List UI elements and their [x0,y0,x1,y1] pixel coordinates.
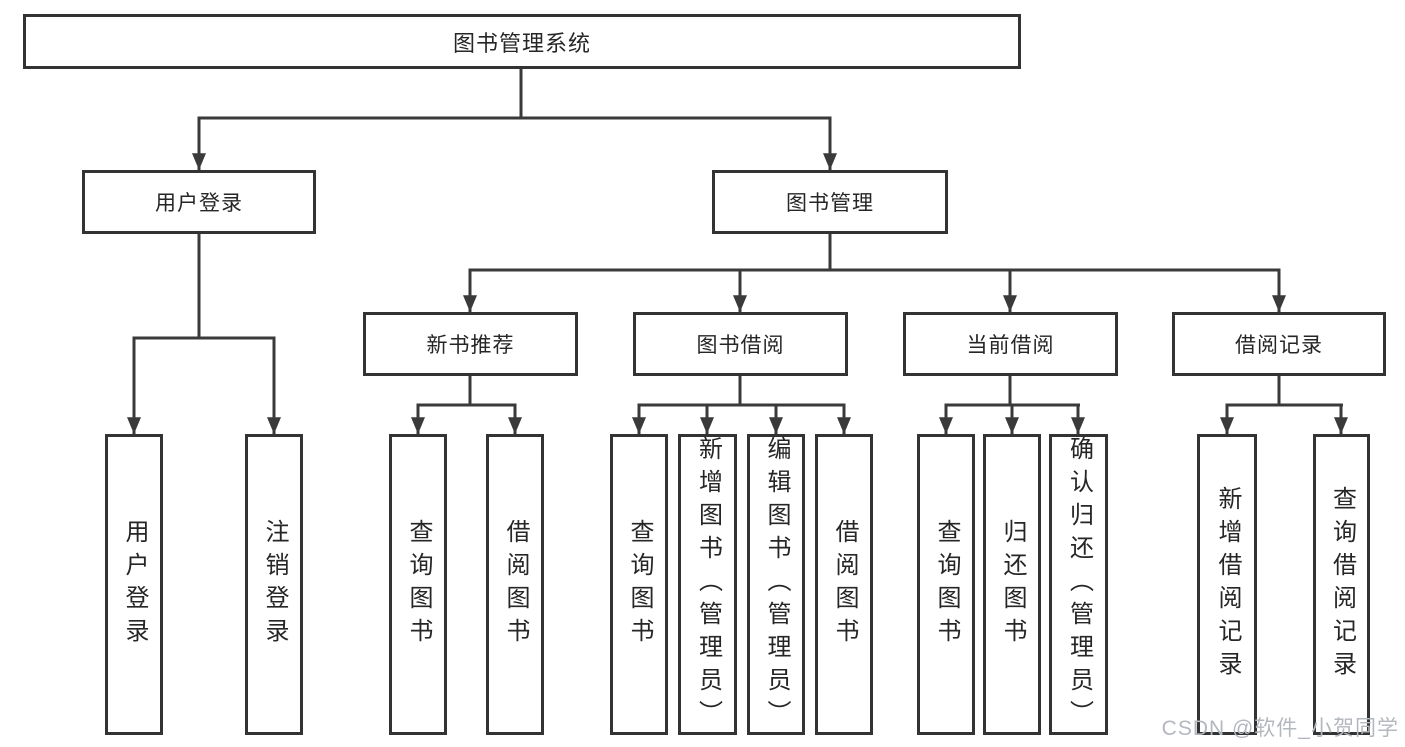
node-label: 用户登录 [155,192,243,215]
leaf-current-query-books: 查询图书 [917,434,975,735]
leaf-recommend-borrow-books: 借阅图书 [486,434,544,735]
leaf-query-borrow-record: 查询借阅记录 [1313,434,1370,735]
leaf-logout: 注销登录 [245,434,303,735]
leaf-add-borrow-record: 新增借阅记录 [1197,434,1257,735]
leaf-return-books: 归还图书 [983,434,1041,735]
leaf-borrow-books: 借阅图书 [815,434,873,735]
leaf-label: 归还图书 [999,518,1026,651]
node-book-borrowing: 图书借阅 [633,312,848,376]
node-book-management: 图书管理 [712,170,948,234]
node-library-system: 图书管理系统 [23,14,1021,69]
leaf-borrowing-query-books: 查询图书 [610,434,668,735]
leaf-label: 编辑图书（管理员） [763,436,790,733]
node-label: 当前借阅 [966,334,1055,357]
node-user-login: 用户登录 [82,170,316,234]
leaf-user-login: 用户登录 [105,434,163,735]
leaf-label: 借阅图书 [502,518,529,651]
leaf-recommend-query-books: 查询图书 [389,434,447,735]
node-label: 图书借阅 [696,334,785,357]
watermark: CSDN @软件_小贺同学 [1161,717,1399,740]
leaf-confirm-return-admin: 确认归还（管理员） [1049,434,1108,735]
leaf-label: 查询图书 [405,518,432,651]
node-label: 图书管理 [786,192,874,215]
leaf-add-book-admin: 新增图书（管理员） [678,434,737,735]
leaf-label: 查询图书 [626,518,653,651]
leaf-label: 查询借阅记录 [1328,485,1356,684]
leaf-label: 注销登录 [261,518,288,651]
leaf-label: 用户登录 [121,518,148,651]
leaf-label: 新增借阅记录 [1214,485,1241,684]
leaf-label: 借阅图书 [831,518,858,651]
leaf-edit-book-admin: 编辑图书（管理员） [747,434,805,735]
node-new-book-recommendation: 新书推荐 [363,312,578,376]
leaf-label: 新增图书（管理员） [694,436,722,733]
leaf-label: 确认归还（管理员） [1065,436,1093,733]
node-label: 新书推荐 [426,334,515,357]
node-label: 借阅记录 [1235,334,1323,357]
node-current-borrowing: 当前借阅 [903,312,1118,376]
node-borrowing-records: 借阅记录 [1172,312,1386,376]
leaf-label: 查询图书 [933,518,960,651]
node-label: 图书管理系统 [452,30,591,56]
